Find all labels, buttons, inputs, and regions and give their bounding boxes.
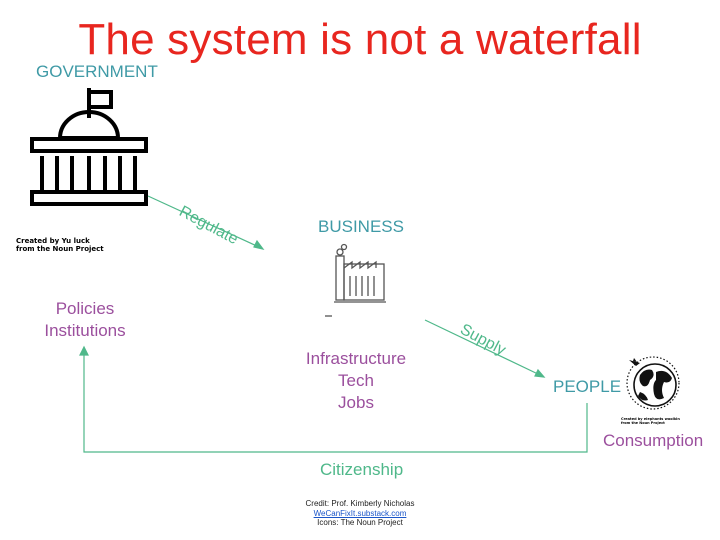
government-icon-credit: Created by Yu luck from the Noun Project (16, 237, 104, 253)
footer-link[interactable]: WeCanFixIt.substack.com (313, 508, 407, 518)
citizenship-label: Citizenship (320, 460, 404, 479)
regulate-arrow (147, 195, 265, 250)
consumption-label: Consumption (603, 431, 704, 450)
people-icon-credit: Created by elephants woolkin from the No… (621, 417, 680, 425)
policies-item: Policies (55, 299, 115, 318)
factory-icon (325, 243, 386, 317)
government-label: GOVERNMENT (36, 62, 158, 81)
business-outputs-list: Infrastructure Tech Jobs (296, 348, 416, 414)
footer-credits: Credit: Prof. Kimberly Nicholas WeCanFix… (0, 499, 720, 528)
people-label: PEOPLE (553, 377, 622, 396)
tech-item: Tech (338, 371, 374, 390)
business-label: BUSINESS (318, 217, 404, 236)
infrastructure-item: Infrastructure (305, 349, 407, 368)
footer-icons-credit: Icons: The Noun Project (317, 518, 403, 527)
globe-airplane-icon (626, 356, 680, 410)
jobs-item: Jobs (338, 393, 374, 412)
footer-credit: Credit: Prof. Kimberly Nicholas (305, 499, 415, 508)
supply-arrow (424, 319, 546, 378)
citizenship-arrow (79, 345, 588, 453)
capitol-building-icon (30, 88, 148, 206)
slide-title: The system is not a waterfall (78, 15, 642, 64)
institutions-item: Institutions (44, 321, 126, 340)
policies-list: Policies Institutions (30, 298, 140, 342)
